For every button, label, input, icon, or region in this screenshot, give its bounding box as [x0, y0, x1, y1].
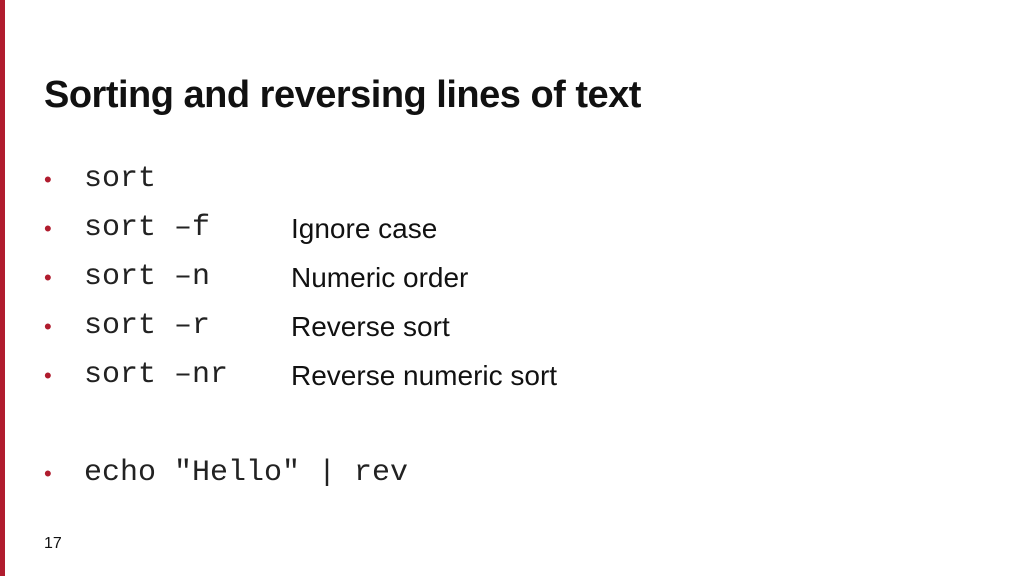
command-text: sort –r [84, 309, 211, 343]
command-text: sort –f [84, 211, 211, 245]
list-item: • sort –nr Reverse numeric sort [44, 351, 984, 400]
command-description: Ignore case [291, 213, 438, 244]
list-item: • sort –f Ignore case [44, 204, 984, 253]
bullet-icon: • [44, 461, 52, 486]
bullet-icon: • [44, 216, 52, 241]
command-description: Reverse numeric sort [291, 360, 558, 391]
accent-bar [0, 0, 5, 576]
bullet-icon: • [44, 265, 52, 290]
bullet-icon: • [44, 363, 52, 388]
command-text: sort [84, 162, 157, 196]
list-item: • sort –n Numeric order [44, 253, 984, 302]
slide-title: Sorting and reversing lines of text [44, 74, 641, 116]
bullet-icon: • [44, 167, 52, 192]
bullet-list: • sort • sort –f Ignore case • sort –n N… [44, 155, 984, 498]
page-number: 17 [44, 535, 62, 552]
command-description: Reverse sort [291, 311, 450, 342]
list-item: • sort [44, 155, 984, 204]
command-description: Numeric order [291, 262, 469, 293]
list-item: • sort –r Reverse sort [44, 302, 984, 351]
command-text: sort –nr [84, 358, 229, 392]
bullet-icon: • [44, 314, 52, 339]
list-item: • echo "Hello" | rev [44, 449, 984, 498]
command-text: echo "Hello" | rev [84, 456, 409, 490]
command-text: sort –n [84, 260, 211, 294]
